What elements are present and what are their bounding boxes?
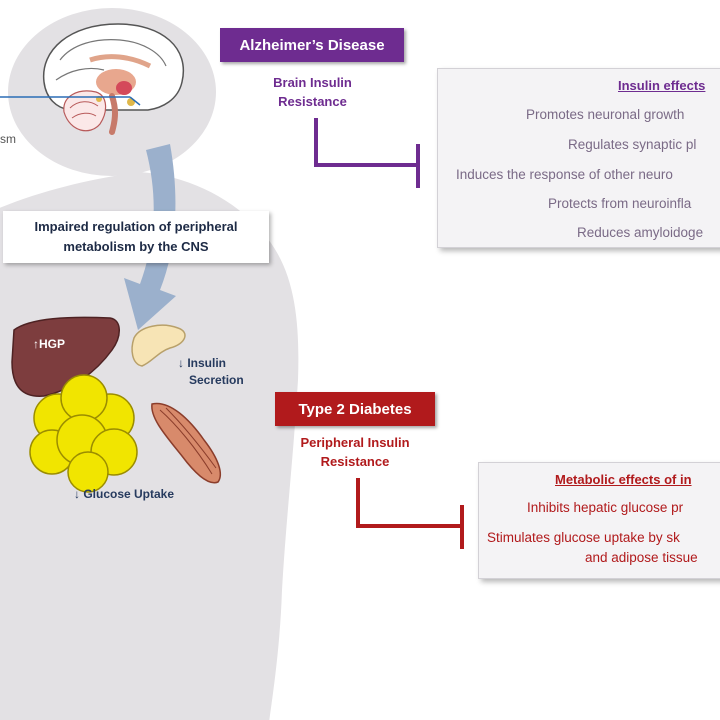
metabolic-effects-panel: Metabolic effects of in Inhibits hepatic… — [478, 462, 720, 579]
panel-item-amyloidogenesis: Reduces amyloidoge — [577, 225, 704, 240]
insulin-secretion-line2: Secretion — [189, 373, 244, 387]
hgp-label: ↑HGP — [33, 337, 66, 351]
panel-item-adipose-tissue: and adipose tissue — [585, 550, 698, 565]
panel-item-synaptic: Regulates synaptic pl — [568, 137, 697, 152]
edge-text: sm — [0, 132, 16, 146]
insulin-effects-panel: Insulin effects Promotes neuronal growth… — [437, 68, 720, 248]
cns-arrow — [124, 144, 176, 330]
adipose-icon — [29, 374, 138, 493]
peripheral-insulin-line2: Resistance — [320, 454, 390, 469]
panel-item-other-response: Induces the response of other neuro — [456, 167, 673, 182]
panel-item-hepatic-glucose: Inhibits hepatic glucose pr — [527, 500, 684, 515]
ad-inhibitor-line — [314, 118, 418, 167]
insulin-effects-title: Insulin effects — [618, 78, 706, 93]
panel-item-neuronal-growth: Promotes neuronal growth — [526, 107, 685, 122]
brain-insulin-resistance-label: Brain Insulin Resistance — [250, 73, 375, 111]
peripheral-insulin-line1: Peripheral Insulin — [300, 435, 410, 450]
panel-item-neuroinflammation: Protects from neuroinfla — [548, 196, 692, 211]
metabolic-effects-title: Metabolic effects of in — [555, 472, 692, 487]
body-silhouette — [0, 172, 299, 720]
brain-insulin-line2: Resistance — [278, 94, 347, 109]
glucose-uptake-label: ↓ Glucose Uptake — [74, 487, 175, 501]
brain-pointer-line — [0, 96, 141, 106]
muscle-icon — [151, 402, 222, 484]
panel-item-glucose-uptake: Stimulates glucose uptake by sk — [487, 530, 680, 545]
t2-inhibitor-line — [356, 478, 462, 528]
alzheimers-disease-tag: Alzheimer’s Disease — [220, 28, 404, 62]
type-2-diabetes-tag: Type 2 Diabetes — [275, 392, 435, 426]
banner-line1: Impaired regulation of peripheral — [34, 219, 238, 234]
brain-insulin-line1: Brain Insulin — [273, 75, 352, 90]
brain-icon — [42, 23, 185, 135]
insulin-secretion-line1: ↓ Insulin — [178, 356, 226, 370]
banner-line2: metabolism by the CNS — [63, 239, 209, 254]
impaired-regulation-banner: Impaired regulation of peripheral metabo… — [3, 211, 269, 263]
pancreas-icon — [131, 324, 186, 367]
peripheral-insulin-resistance-label: Peripheral Insulin Resistance — [285, 433, 425, 471]
liver-icon — [11, 316, 120, 397]
